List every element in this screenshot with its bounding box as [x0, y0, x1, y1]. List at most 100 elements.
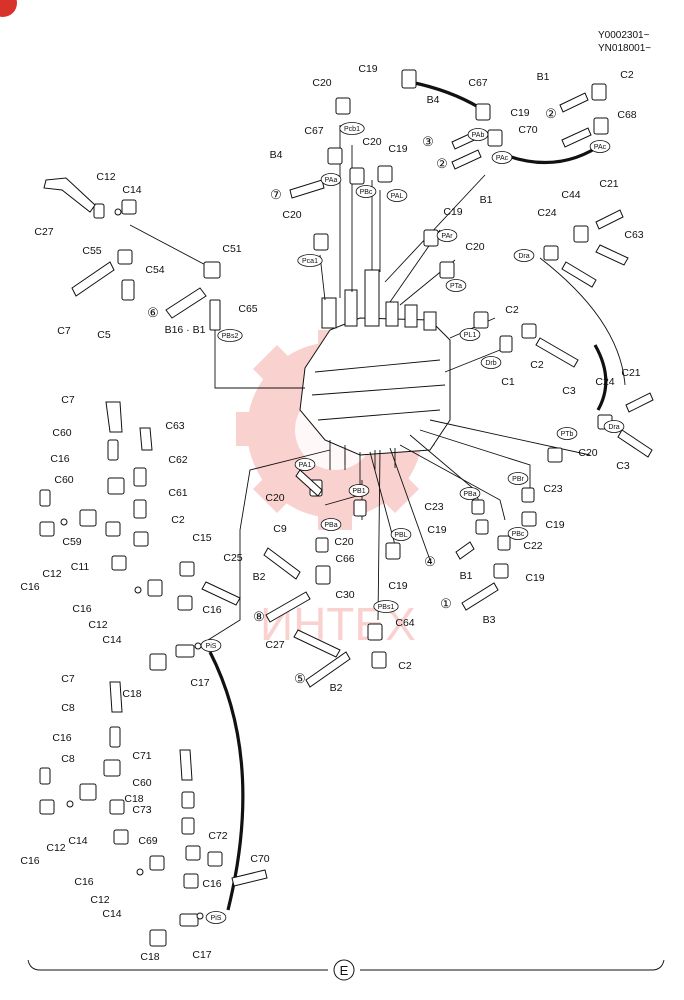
part-callout: C11 — [71, 561, 90, 573]
part-callout: C2 — [398, 660, 412, 672]
part-callout: C7 — [61, 394, 75, 406]
part-callout: C14 — [68, 835, 87, 847]
part-callout: B1 — [537, 71, 550, 83]
port-tag: PiS — [205, 911, 227, 924]
part-callout: C73 — [132, 804, 151, 816]
part-callout: C71 — [132, 750, 151, 762]
part-callout: C67 — [304, 125, 323, 137]
port-tag-label: PTa — [450, 283, 462, 290]
port-tag-label: PB1 — [352, 488, 365, 495]
port-tag-label: PBc — [512, 531, 525, 538]
part-callout: B1 — [480, 194, 493, 206]
tube-parts — [43, 92, 654, 887]
port-tag: PAr — [436, 229, 458, 242]
numbered-marker: ⑧ — [253, 609, 265, 624]
part-callout: C62 — [168, 454, 187, 466]
port-tag-oval — [589, 140, 611, 153]
port-tag-label: Dra — [608, 424, 619, 431]
part-callout: C69 — [138, 835, 157, 847]
numbered-marker: ③ — [422, 134, 434, 149]
port-tag: PiS — [200, 639, 222, 652]
port-tag-label: PBa — [324, 522, 337, 529]
port-tag-oval — [355, 185, 377, 198]
part-callout: C18 — [124, 793, 143, 805]
port-tag: PBs2 — [217, 329, 243, 342]
port-tag: PTa — [445, 279, 467, 292]
part-callout: C20 — [265, 492, 284, 504]
part-callout: C12 — [46, 842, 65, 854]
part-callout: C20 — [578, 447, 597, 459]
part-callout: C19 — [443, 206, 462, 218]
corner-badge — [0, 0, 17, 17]
port-tag-oval — [339, 122, 365, 135]
serial-range-1: Y0002301~ — [598, 30, 650, 41]
port-tag-oval — [200, 639, 222, 652]
part-callout: C67 — [468, 77, 487, 89]
port-tag: PAa — [320, 173, 342, 186]
page-marker: E — [340, 963, 349, 978]
part-callout: C16 — [20, 581, 39, 593]
port-tag-label: PiS — [206, 643, 217, 650]
serial-range-2: YN018001~ — [598, 43, 651, 54]
port-tag-oval — [507, 527, 529, 540]
port-tag-oval — [507, 472, 529, 485]
part-callout: C15 — [192, 532, 211, 544]
numbered-marker: ② — [545, 106, 557, 121]
part-callout: C51 — [222, 243, 241, 255]
part-callout: C24 — [595, 376, 614, 388]
part-callout: C24 — [537, 207, 556, 219]
port-tag-oval — [217, 329, 243, 342]
part-callout: C18 — [122, 688, 141, 700]
port-tag-label: PBL — [394, 532, 407, 539]
part-callout: C61 — [168, 487, 187, 499]
part-callout: C21 — [599, 178, 618, 190]
port-tag: PBa — [320, 518, 342, 531]
part-callout: C12 — [88, 619, 107, 631]
part-callout: C7 — [61, 673, 75, 685]
port-tag-oval — [459, 328, 481, 341]
part-callout: C70 — [250, 853, 269, 865]
port-tag-oval — [373, 600, 399, 613]
part-callout: C19 — [525, 572, 544, 584]
part-callout: C14 — [122, 184, 141, 196]
part-callout: C27 — [34, 226, 53, 238]
port-tag-label: PTb — [561, 431, 574, 438]
hose-lines — [129, 80, 626, 911]
part-callout: C17 — [190, 677, 209, 689]
port-tag-label: PAr — [441, 233, 453, 240]
numbered-marker: ⑥ — [147, 305, 159, 320]
port-tag-label: PAa — [325, 177, 338, 184]
part-callout: C27 — [265, 639, 284, 651]
port-tag: PAL — [386, 189, 408, 202]
port-tag-label: PBr — [512, 476, 524, 483]
part-callout: C16 — [202, 878, 221, 890]
part-callout: C23 — [424, 501, 443, 513]
port-tag-label: PAc — [594, 144, 607, 151]
port-tag-oval — [297, 254, 323, 267]
part-callout: C68 — [617, 109, 636, 121]
numbered-marker: ⑤ — [294, 671, 306, 686]
part-callout: B4 — [270, 149, 283, 161]
port-tag-oval — [294, 458, 316, 471]
part-callout: C21 — [621, 367, 640, 379]
part-callout: C19 — [510, 107, 529, 119]
port-tag: PL1 — [459, 328, 481, 341]
part-callout: C8 — [61, 753, 75, 765]
part-callout: C12 — [90, 894, 109, 906]
part-callout: C3 — [616, 460, 630, 472]
port-tag-label: Drb — [485, 360, 496, 367]
part-callout: C12 — [42, 568, 61, 580]
port-tag-oval — [513, 249, 535, 262]
port-tag: PA1 — [294, 458, 316, 471]
fittings — [39, 69, 613, 947]
part-callout: C19 — [358, 63, 377, 75]
part-callout: C14 — [102, 634, 121, 646]
port-tag-oval — [348, 484, 370, 497]
part-callout: C22 — [523, 540, 542, 552]
port-tag: PTb — [556, 427, 578, 440]
part-callout: C2 — [620, 69, 634, 81]
part-callout: C64 — [395, 617, 414, 629]
part-callout: C72 — [208, 830, 227, 842]
